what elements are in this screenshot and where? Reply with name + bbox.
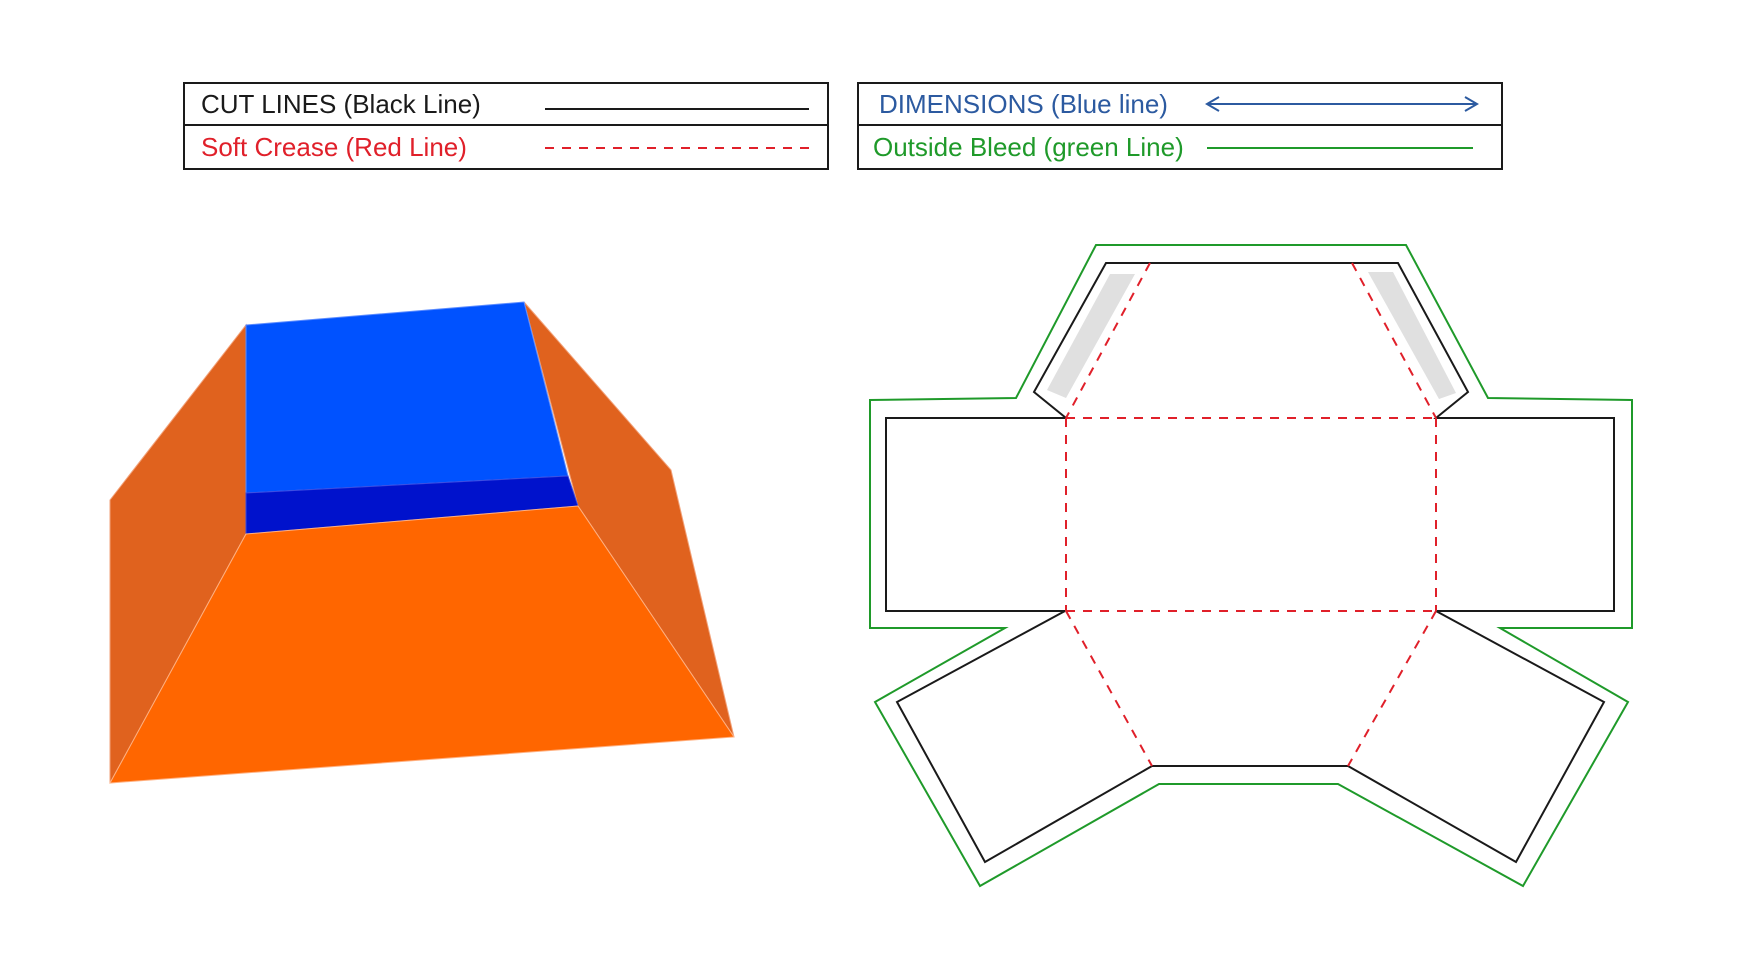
box-dieline-icon [869,244,1633,888]
legend-row-cut-lines: CUT LINES (Black Line) [185,84,827,126]
outside-bleed-label: Outside Bleed (green Line) [873,132,1184,162]
bleed-line-sample [1207,126,1477,168]
legend-right-table: DIMENSIONS (Blue line) Outside Bleed (gr… [857,82,1503,170]
box-3d-mockup-icon [109,301,735,784]
legend-row-soft-crease: Soft Crease (Red Line) [185,126,827,168]
legend-row-outside-bleed: Outside Bleed (green Line) [859,126,1501,168]
soft-crease-label: Soft Crease (Red Line) [201,132,467,162]
crease-bottom-right [1347,610,1437,767]
legend-left-table: CUT LINES (Black Line) Soft Crease (Red … [183,82,829,170]
legend-row-dimensions: DIMENSIONS (Blue line) [859,84,1501,126]
glue-tab-right [1368,272,1456,399]
cut-line-outline [885,262,1615,864]
crease-top-left [1065,262,1151,419]
glue-tab-left [1047,274,1135,398]
crease-bottom-left [1065,610,1153,767]
soft-crease-lines [1065,262,1437,767]
box-front-face [109,505,735,784]
cut-lines-label: CUT LINES (Black Line) [201,89,481,119]
crease-top-right [1351,262,1437,419]
outside-bleed-outline [869,244,1633,888]
dimensions-label: DIMENSIONS (Blue line) [879,89,1168,119]
box-top-face [245,301,569,494]
cut-line-sample [545,84,811,126]
dimension-arrow-sample [1203,84,1483,126]
